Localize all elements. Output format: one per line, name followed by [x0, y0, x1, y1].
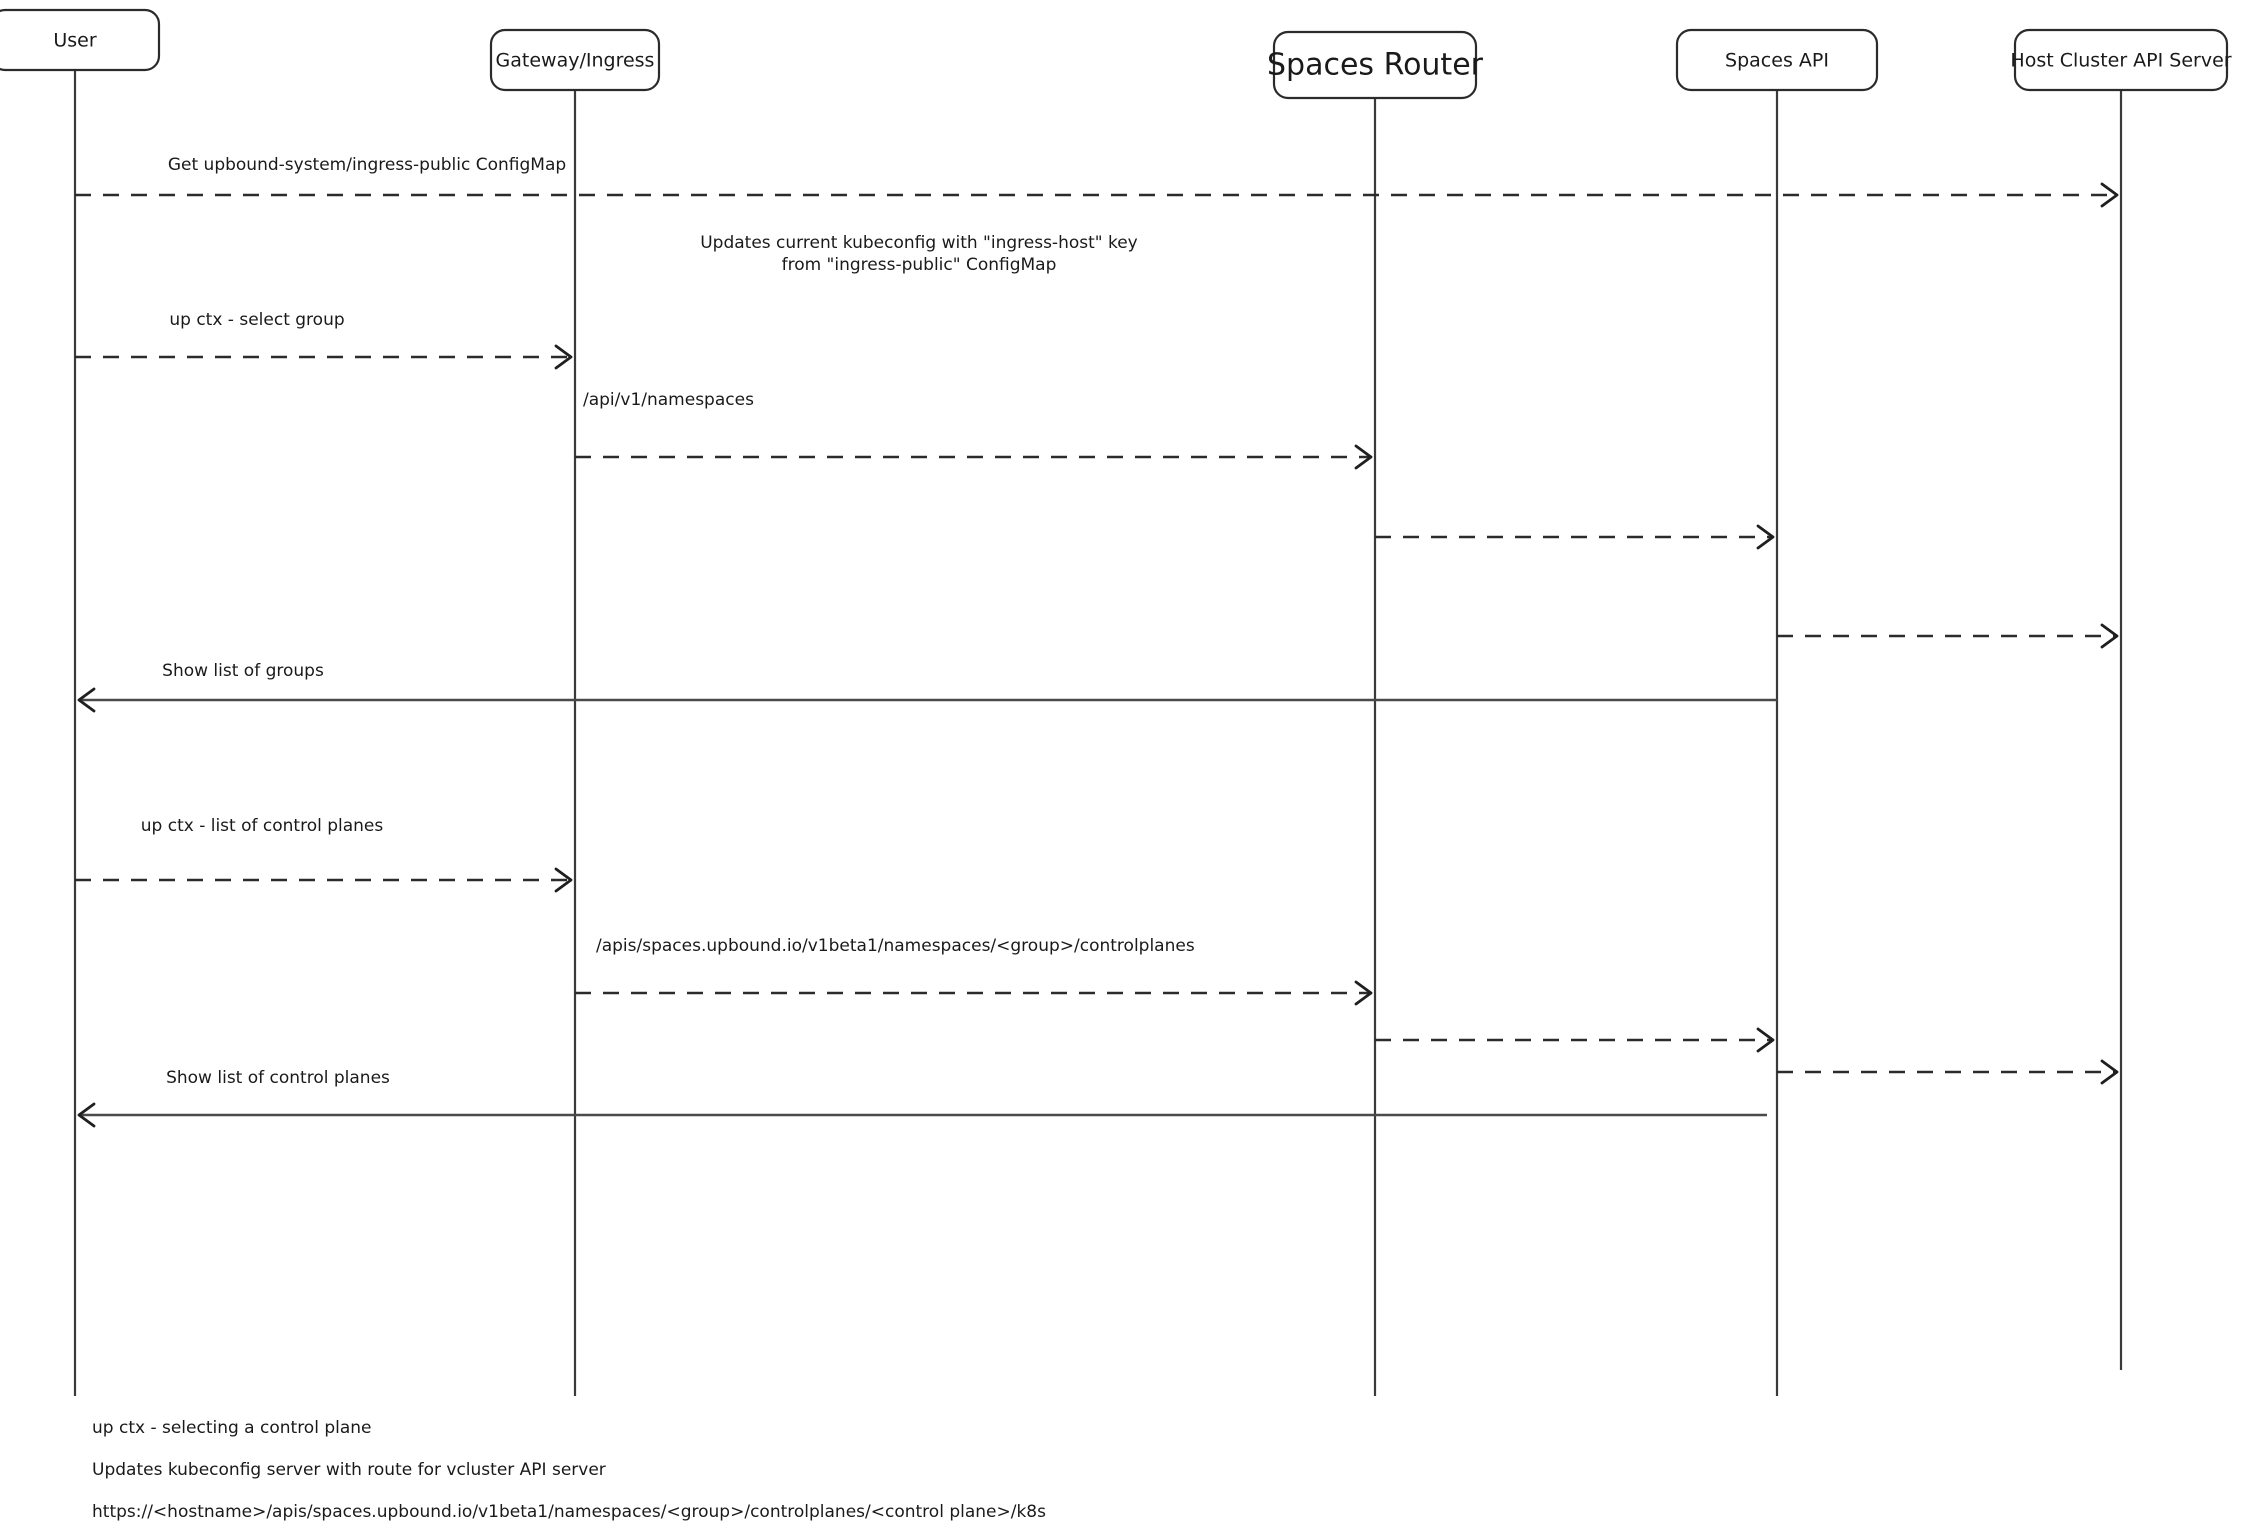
message-m5: [1777, 623, 2119, 649]
message-m11: Show list of control planes: [77, 1068, 1767, 1128]
arrow-head-m4: [1756, 524, 1775, 550]
arrow-head-m3: [1354, 444, 1373, 470]
participant-box-host[interactable]: [2013, 28, 2229, 92]
message-m10: [1777, 1059, 2119, 1085]
participant-label-router: Spaces Router: [1267, 48, 1484, 83]
message-m4: [1375, 524, 1775, 550]
message-label-m3: /api/v1/namespaces: [583, 390, 754, 410]
footer-line-f3: https://<hostname>/apis/spaces.upbound.i…: [92, 1502, 1046, 1522]
footer-line-f1: up ctx - selecting a control plane: [92, 1418, 372, 1438]
message-label-m1: Get upbound-system/ingress-public Config…: [168, 155, 566, 175]
message-m2: up ctx - select group: [75, 310, 573, 370]
participant-host[interactable]: Host Cluster API Server: [2010, 28, 2232, 92]
message-m1: Get upbound-system/ingress-public Config…: [75, 155, 2119, 208]
message-m7: up ctx - list of control planes: [75, 816, 573, 893]
note-line-n1-0: Updates current kubeconfig with "ingress…: [700, 233, 1138, 253]
message-label-m8: /apis/spaces.upbound.io/v1beta1/namespac…: [596, 936, 1195, 956]
participant-router[interactable]: Spaces Router: [1267, 30, 1484, 100]
message-m3: /api/v1/namespaces: [575, 390, 1373, 470]
participant-label-host: Host Cluster API Server: [2010, 50, 2231, 72]
arrow-head-m11: [77, 1102, 96, 1128]
arrow-head-m9: [1756, 1027, 1775, 1053]
arrow-head-m10: [2100, 1059, 2119, 1085]
message-m8: /apis/spaces.upbound.io/v1beta1/namespac…: [575, 936, 1373, 1006]
note-line-n1-1: from "ingress-public" ConfigMap: [782, 255, 1057, 275]
participant-label-gateway: Gateway/Ingress: [496, 50, 655, 72]
participant-box-router[interactable]: [1272, 30, 1478, 100]
notes-layer: Updates current kubeconfig with "ingress…: [700, 233, 1138, 275]
participant-label-api: Spaces API: [1725, 50, 1829, 72]
arrow-head-m7: [554, 867, 573, 893]
participant-gateway[interactable]: Gateway/Ingress: [489, 28, 661, 92]
lifelines-layer: [73, 70, 2123, 1396]
participant-box-user[interactable]: [0, 8, 161, 72]
note-n1: Updates current kubeconfig with "ingress…: [700, 233, 1138, 275]
footer-line-f2: Updates kubeconfig server with route for…: [92, 1460, 606, 1480]
arrow-head-m2: [554, 344, 573, 370]
message-label-m11: Show list of control planes: [166, 1068, 390, 1088]
arrow-head-m5: [2100, 623, 2119, 649]
messages-layer: Get upbound-system/ingress-public Config…: [75, 155, 2119, 1128]
message-label-m7: up ctx - list of control planes: [141, 816, 384, 836]
participant-user[interactable]: User: [0, 8, 161, 72]
participant-box-api[interactable]: [1675, 28, 1879, 92]
participant-box-gateway[interactable]: [489, 28, 661, 92]
participant-label-user: User: [53, 30, 96, 52]
arrow-head-m8: [1354, 980, 1373, 1006]
message-m9: [1375, 1027, 1775, 1053]
arrow-head-m6: [77, 687, 96, 713]
message-label-m6: Show list of groups: [162, 661, 324, 681]
footer-layer: up ctx - selecting a control planeUpdate…: [92, 1418, 1046, 1522]
message-label-m2: up ctx - select group: [169, 310, 344, 330]
participant-api[interactable]: Spaces API: [1675, 28, 1879, 92]
message-m6: Show list of groups: [77, 661, 1777, 713]
arrow-head-m1: [2100, 182, 2119, 208]
